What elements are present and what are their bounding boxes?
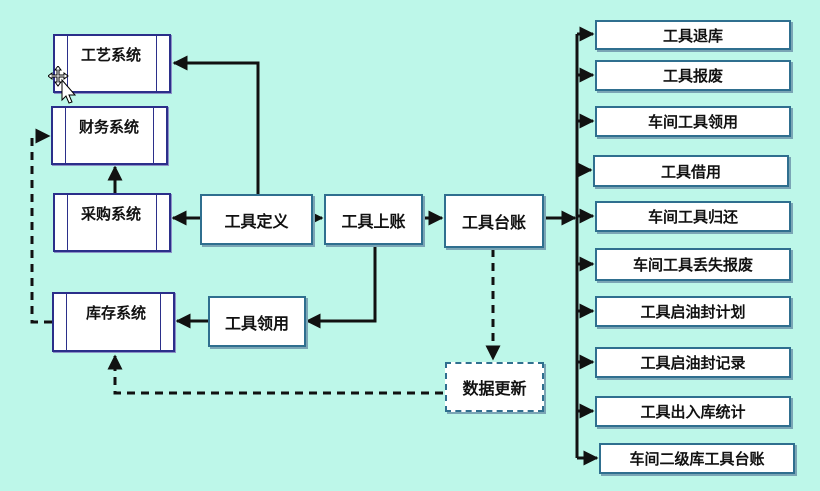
system-inventory: 库存系统: [52, 292, 175, 352]
target-box-1: 工具退库: [595, 20, 791, 50]
target-box-6: 车间工具丢失报废: [595, 248, 791, 281]
target-box-5: 车间工具归还: [595, 201, 791, 232]
system-purchase: 采购系统: [53, 193, 171, 252]
tool-register-box: 工具上账: [324, 194, 423, 245]
dashed-update-to-inventory: [107, 354, 443, 395]
arrow-define-to-craft: [172, 55, 260, 194]
target-box-8: 工具启油封记录: [595, 347, 791, 378]
system-craft-label: 工艺系统: [81, 46, 142, 64]
tool-define-box: 工具定义: [200, 194, 313, 245]
system-inventory-label: 库存系统: [86, 304, 147, 322]
move-cursor-icon: [48, 66, 77, 104]
target-box-10: 车间二级库工具台账: [599, 443, 795, 474]
target-box-9: 工具出入库统计: [595, 396, 791, 427]
system-finance-label: 财务系统: [79, 118, 140, 136]
data-update-box: 数据更新: [445, 362, 544, 412]
target-box-4: 工具借用: [593, 155, 789, 187]
system-finance: 财务系统: [51, 106, 168, 165]
system-purchase-label: 采购系统: [81, 205, 142, 223]
target-box-2: 工具报废: [595, 60, 791, 91]
target-box-7: 工具启油封计划: [595, 296, 791, 327]
dashed-inventory-to-finance: [30, 128, 52, 324]
target-box-3: 车间工具领用: [595, 106, 791, 137]
system-craft: 工艺系统: [53, 34, 171, 93]
tool-requisition-box: 工具领用: [208, 296, 306, 347]
arrow-register-to-requisition: [305, 245, 377, 329]
tool-ledger-box: 工具台账: [444, 194, 544, 248]
